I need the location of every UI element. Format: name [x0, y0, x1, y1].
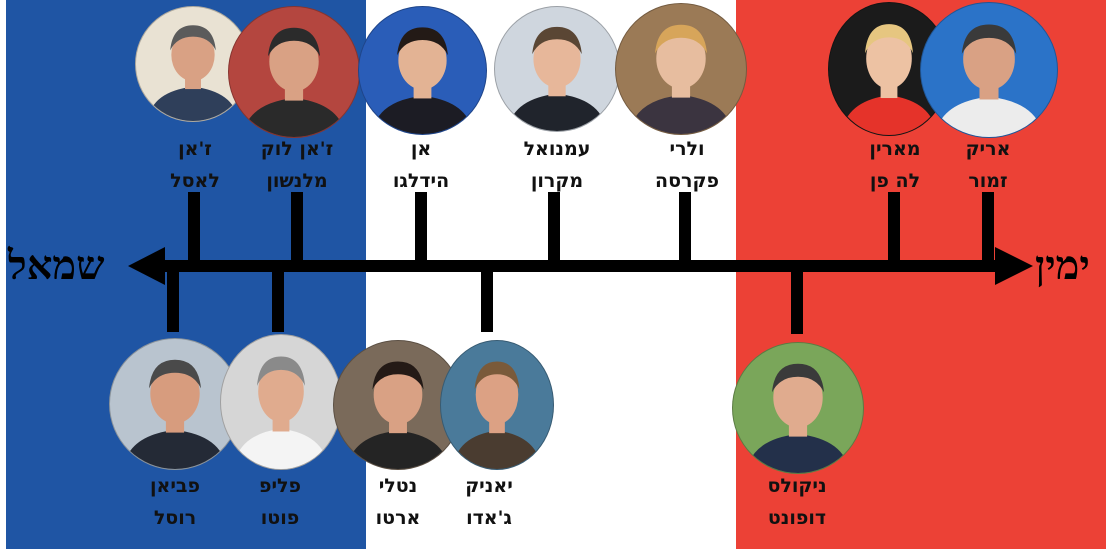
name-line2: פקרסה [655, 170, 719, 192]
portrait-icon [242, 27, 346, 137]
avatar-anne-hidalgo [358, 6, 487, 135]
avatar-valerie-pecresse [615, 3, 747, 135]
name-line2: רוסל [153, 507, 197, 529]
name-jean-luc-melenchon: ז'אן לוק מלנשון [242, 133, 352, 197]
name-line1: פביאן [149, 475, 201, 497]
name-marine-le-pen: מארין לה פן [840, 133, 950, 197]
name-line2: ג'אדו [466, 507, 512, 529]
avatar-eric-zemmour [920, 2, 1058, 138]
name-anne-hidalgo: אן הידלגו [366, 133, 476, 197]
portrait-icon [233, 356, 329, 469]
avatar-nathalie-arthaud [333, 340, 463, 470]
portrait-icon [629, 24, 733, 134]
name-line1: ז'אן לוק [260, 138, 334, 160]
portrait-icon [123, 359, 227, 469]
avatar-marine-le-pen [828, 2, 950, 136]
name-emmanuel-macron: עמנואל מקרון [502, 133, 612, 197]
avatar-fabien-roussel [109, 338, 241, 470]
name-line2: מלנשון [266, 170, 328, 192]
axis-ticks [167, 192, 994, 334]
left-arrowhead-icon [128, 247, 165, 285]
portrait-icon [934, 24, 1044, 137]
avatar-nicolas-dupont-aignan [732, 342, 864, 474]
name-line2: זמור [968, 170, 1008, 192]
name-line1: ז'אן [178, 138, 212, 160]
avatar-yannick-jadot [440, 340, 554, 470]
name-line1: נטלי [378, 475, 418, 497]
name-valerie-pecresse: ולרי פקרסה [632, 133, 742, 197]
portrait-icon [346, 361, 450, 469]
name-line1: מארין [869, 138, 921, 160]
name-line2: מקרון [530, 170, 584, 192]
right-arrowhead-icon [995, 247, 1033, 285]
portrait-icon [841, 24, 937, 135]
portrait-icon [147, 25, 239, 121]
portrait-icon [452, 361, 542, 469]
portrait-icon [507, 26, 607, 131]
name-line1: ולרי [669, 138, 705, 160]
name-line1: פליפ [258, 475, 302, 497]
name-philippe-poutou: פליפ פוטו [225, 470, 335, 534]
name-nathalie-arthaud: נטלי ארטו [343, 470, 453, 534]
name-line1: יאניק [465, 475, 513, 497]
name-line2: ארטו [375, 507, 421, 529]
name-line2: הידלגו [392, 170, 450, 192]
name-nicolas-dupont-aignan: ניקולס דופונט [742, 470, 852, 534]
name-line2: לה פן [869, 170, 921, 192]
axis-right-label: ימין [1035, 242, 1090, 289]
name-line2: פוטו [260, 507, 300, 529]
name-line2: דופונט [767, 507, 827, 529]
name-eric-zemmour: אריק זמור [933, 133, 1043, 197]
name-yannick-jadot: יאניק ג'אדו [434, 470, 544, 534]
name-line1: אן [410, 138, 432, 160]
name-line1: ניקולס [767, 475, 827, 497]
avatar-jean-luc-melenchon [228, 6, 360, 138]
avatar-philippe-poutou [220, 334, 342, 470]
portrait-icon [746, 363, 850, 473]
name-line1: עמנואל [523, 138, 591, 160]
name-line1: אריק [965, 138, 1011, 160]
name-line2: לאסל [170, 170, 220, 192]
axis-left-label: שמאל [8, 242, 105, 289]
avatar-emmanuel-macron [494, 6, 620, 132]
name-jean-lassalle: ז'אן לאסל [140, 133, 250, 197]
name-fabien-roussel: פביאן רוסל [120, 470, 230, 534]
portrait-icon [371, 27, 474, 134]
